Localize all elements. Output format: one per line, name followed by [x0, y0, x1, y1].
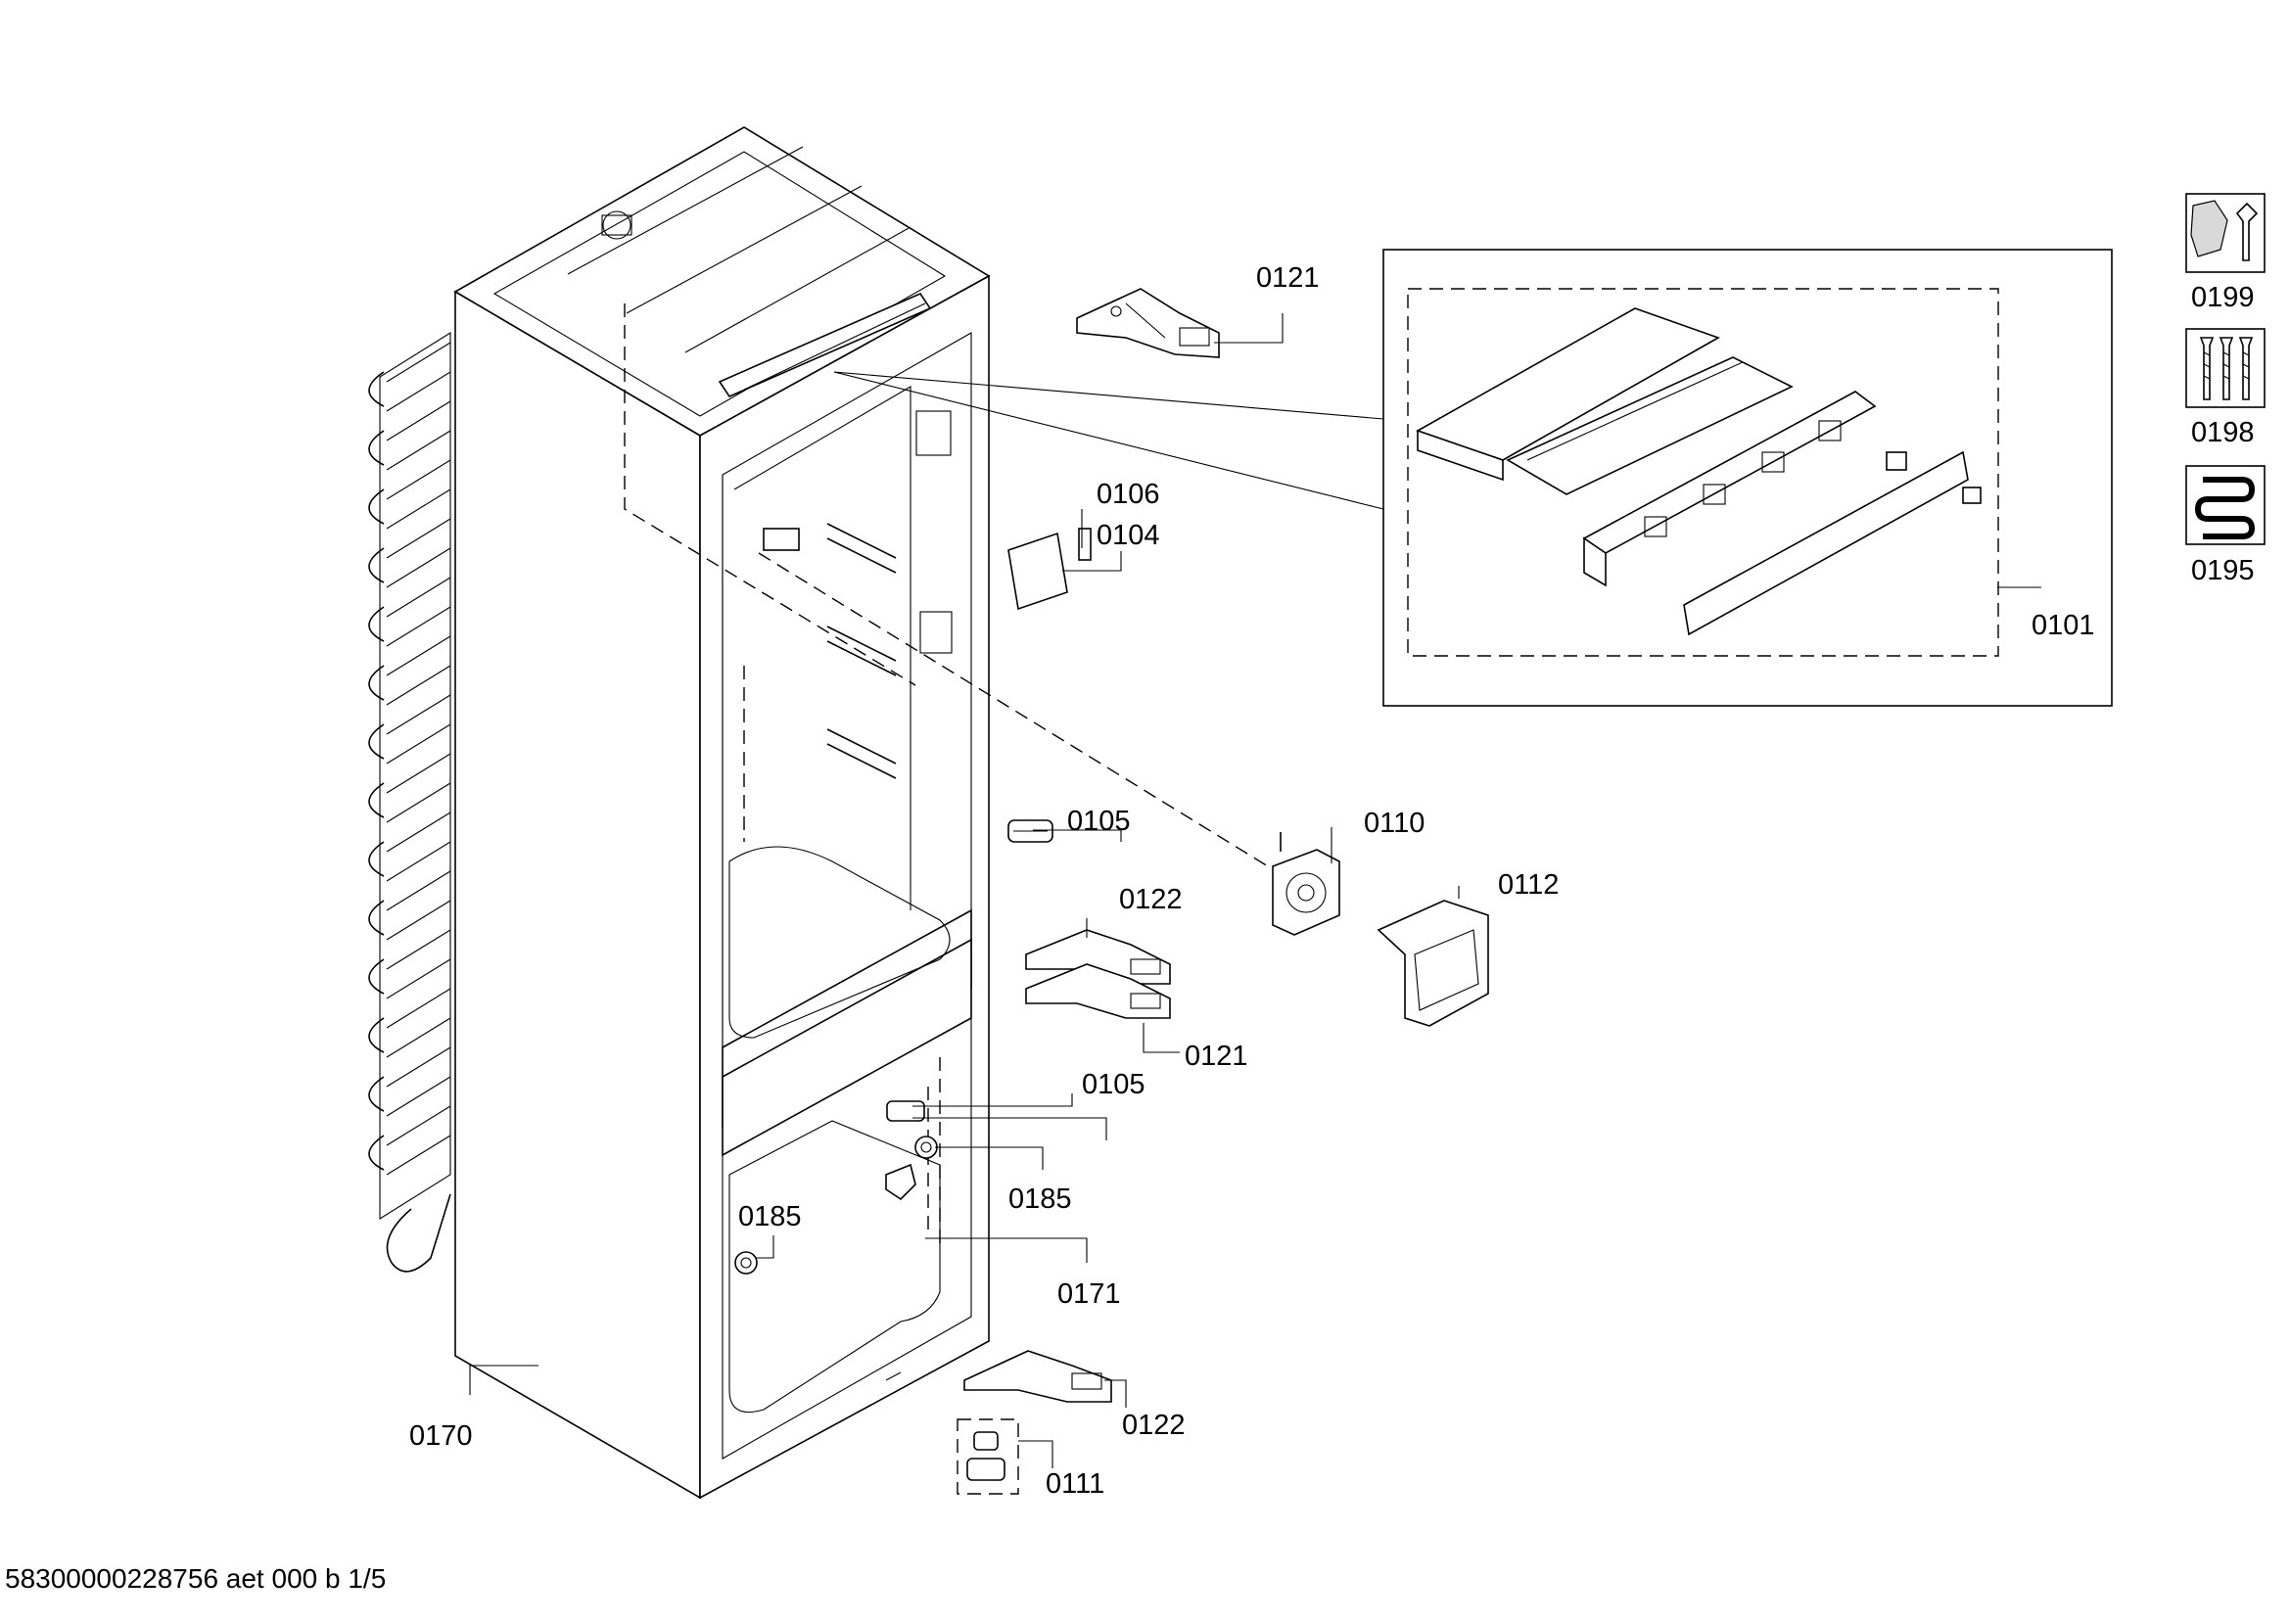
condenser-coil [368, 332, 451, 1273]
callout-0101: 0101 [2032, 610, 2095, 641]
icon-label-0199: 0199 [2191, 282, 2255, 313]
hinge-top-part [1076, 288, 1220, 358]
callout-0121-top: 0121 [1256, 262, 1320, 294]
detail-dashed-frame [1407, 288, 1999, 657]
cover-plate-part [1007, 528, 1092, 611]
callout-0122-top: 0122 [1119, 884, 1183, 915]
callout-0111: 0111 [1046, 1468, 1104, 1500]
detail-frame [1382, 249, 2113, 707]
callout-0104: 0104 [1097, 520, 1160, 551]
callout-0105-top: 0105 [1067, 806, 1131, 837]
screws-icon [2185, 328, 2266, 408]
hinge-mid-part [1025, 929, 1171, 1019]
small-parts-box [957, 1418, 1019, 1495]
callout-0185-right: 0185 [1008, 1183, 1072, 1215]
icon-label-0198: 0198 [2191, 417, 2255, 448]
callout-0170: 0170 [409, 1420, 473, 1452]
icon-label-0195: 0195 [2191, 555, 2255, 586]
fan-cover-part [1377, 900, 1489, 1027]
hinge-bottom-part [963, 1350, 1112, 1403]
callout-0171: 0171 [1057, 1278, 1121, 1310]
control-module-detail [833, 249, 2113, 707]
callout-0110: 0110 [1364, 808, 1425, 839]
legend-icons: 0199 0198 0195 [2185, 193, 2266, 586]
document-id-footer: 58300000228756 aet 000 b 1/5 [5, 1563, 386, 1594]
nut-wrench-icon [2185, 193, 2266, 273]
callout-0112: 0112 [1498, 869, 1559, 901]
heating-coil-icon [2185, 465, 2266, 545]
cabinet-body [453, 126, 991, 1500]
callout-0121-mid: 0121 [1185, 1041, 1248, 1072]
callout-labels: 0121 0106 0104 0101 0105 0110 0122 0112 … [409, 262, 2095, 1500]
callout-0185-left: 0185 [738, 1201, 802, 1232]
stopper-parts [734, 1136, 938, 1275]
callout-0106: 0106 [1097, 479, 1160, 510]
lamp-upper-part [1007, 819, 1053, 843]
leader-lines [469, 313, 2041, 1468]
fan-part [1272, 832, 1340, 936]
callout-0105-mid: 0105 [1082, 1069, 1145, 1100]
guide-lines [624, 303, 1269, 1248]
callout-0122-bottom: 0122 [1122, 1410, 1186, 1441]
